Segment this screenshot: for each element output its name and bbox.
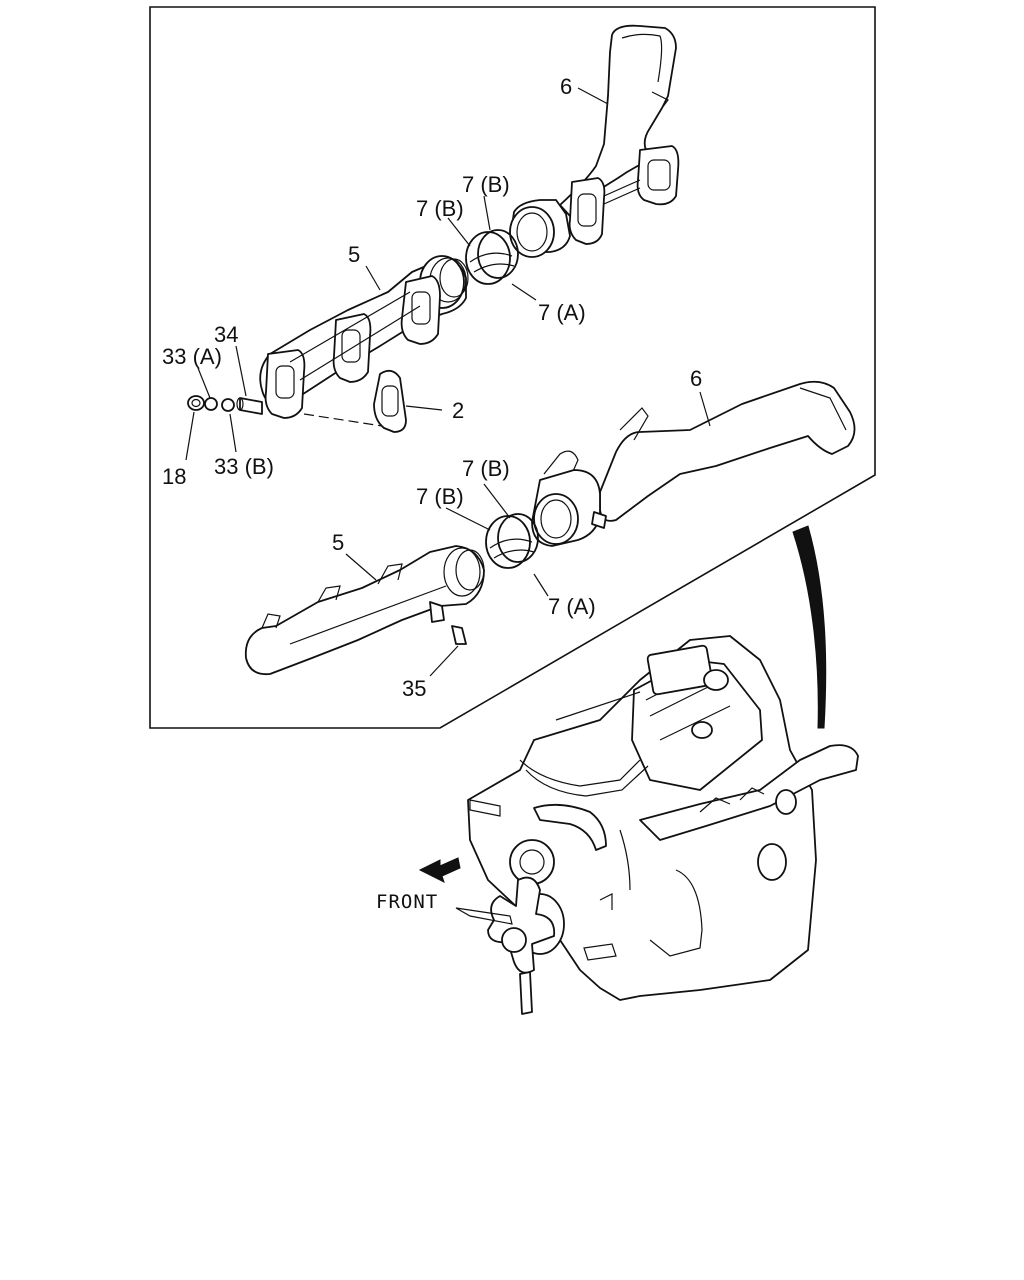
fasteners-18-33-34 bbox=[187, 395, 263, 415]
gasket-2 bbox=[303, 369, 407, 433]
lower-front-manifold-5 bbox=[244, 545, 485, 676]
label-part-34: 34 bbox=[214, 322, 238, 347]
label-part-7a-upper: 7 (A) bbox=[538, 300, 586, 325]
label-part-5-upper: 5 bbox=[348, 242, 360, 267]
detail-pointer-arrow bbox=[792, 525, 827, 729]
label-part-5-lower: 5 bbox=[332, 530, 344, 555]
upper-seal-rings-7 bbox=[465, 229, 519, 285]
label-part-7b-lower-b: 7 (B) bbox=[416, 484, 464, 509]
label-part-2: 2 bbox=[452, 398, 464, 423]
label-part-18: 18 bbox=[162, 464, 186, 489]
engine-assembly bbox=[418, 635, 859, 1015]
label-part-6-lower: 6 bbox=[690, 366, 702, 391]
label-part-33a: 33 (A) bbox=[162, 344, 222, 369]
label-part-7b-lower-a: 7 (B) bbox=[462, 456, 510, 481]
label-part-6-upper: 6 bbox=[560, 74, 572, 99]
upper-front-manifold-5 bbox=[259, 255, 469, 419]
label-front: FRONT bbox=[376, 891, 438, 913]
lower-seal-rings-7 bbox=[485, 513, 539, 569]
front-direction-arrow bbox=[418, 857, 461, 883]
detail-frame bbox=[149, 6, 876, 729]
leader-lines bbox=[185, 87, 711, 677]
label-part-7a-lower: 7 (A) bbox=[548, 594, 596, 619]
label-part-35: 35 bbox=[402, 676, 426, 701]
lower-rear-manifold-6 bbox=[531, 380, 856, 547]
label-part-7b-upper-b: 7 (B) bbox=[416, 196, 464, 221]
label-part-33b: 33 (B) bbox=[214, 454, 274, 479]
upper-rear-manifold-6 bbox=[509, 24, 680, 258]
label-part-7b-upper-a: 7 (B) bbox=[462, 172, 510, 197]
